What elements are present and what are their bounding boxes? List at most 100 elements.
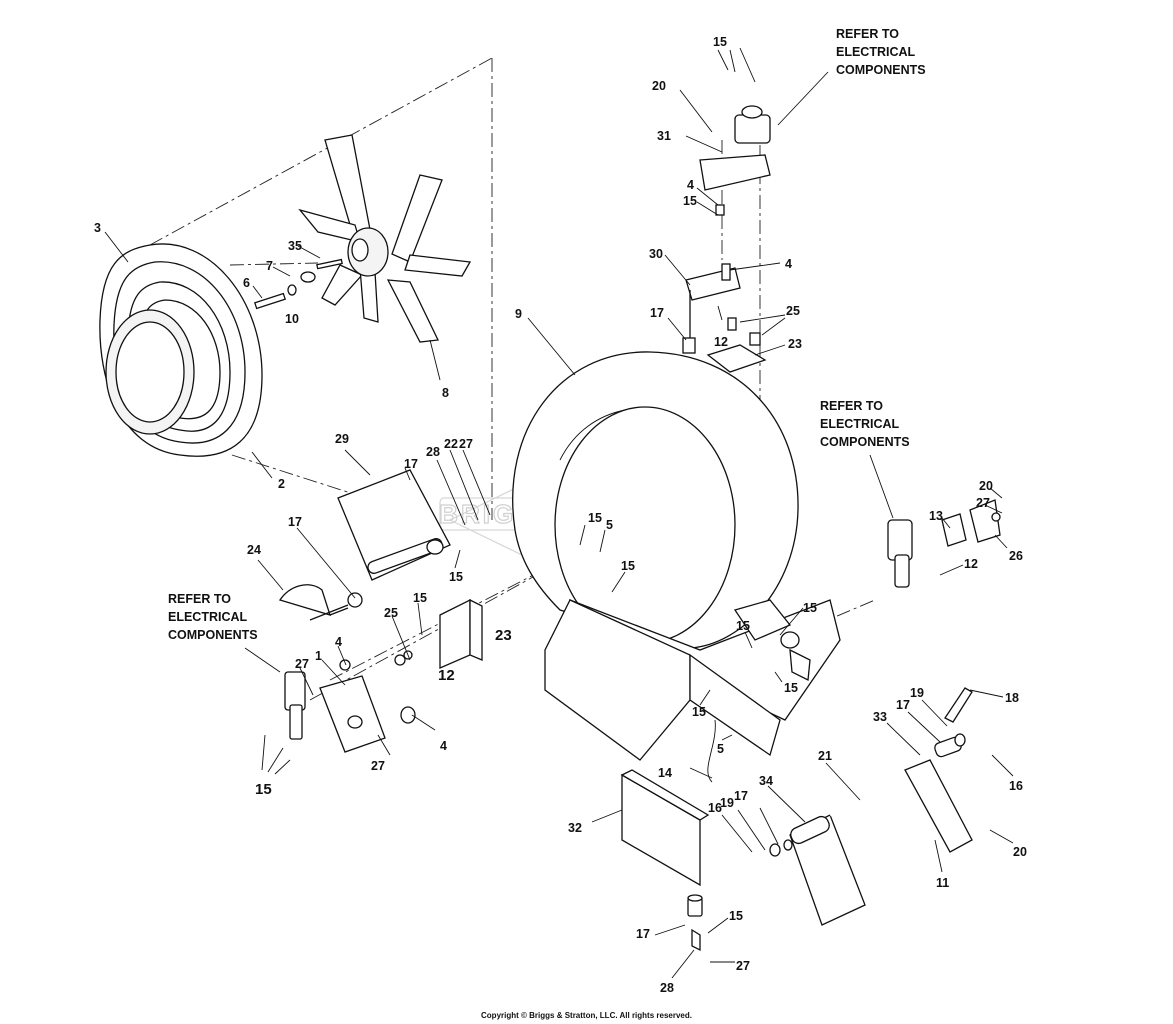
callout-15: 15 [729, 909, 743, 923]
callout-12: 12 [438, 667, 455, 684]
callout-22: 22 [444, 437, 458, 451]
callout-12: 12 [964, 557, 978, 571]
callout-8: 8 [442, 386, 449, 400]
note-line: ELECTRICAL [836, 45, 916, 59]
note-line: ELECTRICAL [168, 610, 248, 624]
note-refer-top: REFER TO ELECTRICAL COMPONENTS [836, 27, 926, 77]
callout-17: 17 [896, 698, 910, 712]
deflector-door [337, 469, 451, 608]
callout-15: 15 [413, 591, 427, 605]
callout-34: 34 [759, 774, 773, 788]
callout-23: 23 [788, 337, 802, 351]
right-actuator-assembly [887, 499, 1001, 588]
callout-15: 15 [736, 619, 750, 633]
callout-31: 31 [657, 129, 671, 143]
callout-28: 28 [660, 981, 674, 995]
callout-15: 15 [255, 781, 272, 798]
callout-17: 17 [288, 515, 302, 529]
note-line: COMPONENTS [820, 435, 910, 449]
callout-15: 15 [803, 601, 817, 615]
callout-30: 30 [649, 247, 663, 261]
callout-15: 15 [692, 705, 706, 719]
callout-15: 15 [683, 194, 697, 208]
callout-17: 17 [636, 927, 650, 941]
callout-21: 21 [818, 749, 832, 763]
callout-25: 25 [384, 606, 398, 620]
copyright-notice: Copyright © Briggs & Stratton, LLC. All … [481, 1011, 692, 1020]
callout-15: 15 [449, 570, 463, 584]
callout-27: 27 [295, 657, 309, 671]
callout-6: 6 [243, 276, 250, 290]
callout-29: 29 [335, 432, 349, 446]
callout-18: 18 [1005, 691, 1019, 705]
callout-23: 23 [495, 627, 512, 644]
housing-cover [99, 243, 263, 457]
callout-15: 15 [588, 511, 602, 525]
fan-hardware [253, 258, 343, 310]
callout-16: 16 [1009, 779, 1023, 793]
note-line: REFER TO [168, 592, 231, 606]
callout-3: 3 [94, 221, 101, 235]
callout-19: 19 [720, 796, 734, 810]
callout-20: 20 [652, 79, 666, 93]
blower-housing [512, 351, 799, 649]
callout-17: 17 [650, 306, 664, 320]
callout-17: 17 [404, 457, 418, 471]
callout-5: 5 [717, 742, 724, 756]
impeller-fan [298, 134, 472, 343]
leader-lines [104, 47, 1014, 979]
lever-arm-33 [904, 733, 973, 853]
callout-4: 4 [440, 739, 447, 753]
callout-4: 4 [687, 178, 694, 192]
callout-5: 5 [606, 518, 613, 532]
bottom-hardware [687, 719, 793, 952]
callouts: 3 2 35 7 6 10 8 9 29 17 28 22 27 17 24 1… [94, 35, 1027, 995]
note-line: ELECTRICAL [820, 417, 900, 431]
note-line: COMPONENTS [836, 63, 926, 77]
callout-15: 15 [621, 559, 635, 573]
callout-1: 1 [315, 649, 322, 663]
callout-27: 27 [736, 959, 750, 973]
quadrant-plate [278, 584, 349, 621]
callout-4: 4 [785, 257, 792, 271]
note-line: COMPONENTS [168, 628, 258, 642]
callout-13: 13 [929, 509, 943, 523]
callout-2: 2 [278, 477, 285, 491]
callout-25: 25 [786, 304, 800, 318]
callout-11: 11 [936, 876, 949, 890]
note-line: REFER TO [836, 27, 899, 41]
callout-12: 12 [714, 335, 728, 349]
callout-32: 32 [568, 821, 582, 835]
callout-24: 24 [247, 543, 261, 557]
top-actuator-assembly [682, 105, 771, 373]
handle-34 [789, 814, 866, 926]
note-refer-left: REFER TO ELECTRICAL COMPONENTS [168, 592, 258, 642]
strap-18 [944, 687, 973, 723]
callout-27: 27 [371, 759, 385, 773]
callout-20: 20 [1013, 845, 1027, 859]
callout-17: 17 [734, 789, 748, 803]
callout-27: 27 [459, 437, 473, 451]
callout-14: 14 [658, 766, 672, 780]
callout-26: 26 [1009, 549, 1023, 563]
main-frame [544, 599, 841, 761]
note-refer-right: REFER TO ELECTRICAL COMPONENTS [820, 399, 910, 449]
callout-19: 19 [910, 686, 924, 700]
callout-20: 20 [979, 479, 993, 493]
callout-33: 33 [873, 710, 887, 724]
callout-28: 28 [426, 445, 440, 459]
callout-15: 15 [784, 681, 798, 695]
panel-32 [620, 769, 710, 887]
callout-16: 16 [708, 801, 722, 815]
callout-7: 7 [266, 259, 273, 273]
left-bracket-23 [439, 598, 483, 669]
callout-35: 35 [288, 239, 302, 253]
callout-27: 27 [976, 496, 990, 510]
callout-10: 10 [285, 312, 299, 326]
actuator-mount-plate [284, 650, 416, 753]
note-line: REFER TO [820, 399, 883, 413]
shaft-21 [829, 773, 911, 817]
callout-4: 4 [335, 635, 342, 649]
callout-15: 15 [713, 35, 727, 49]
